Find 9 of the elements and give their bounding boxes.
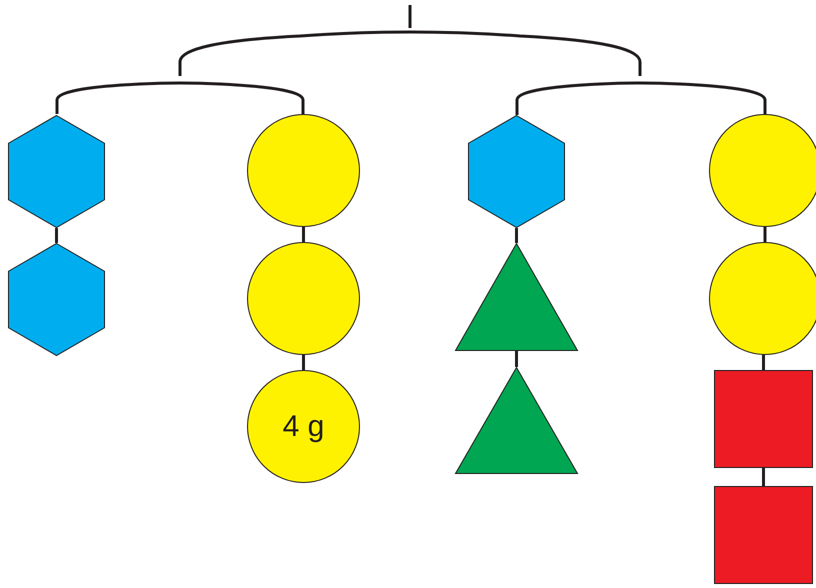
hanging-string <box>515 351 518 367</box>
hanging-string <box>515 228 518 243</box>
hanging-string <box>55 228 58 243</box>
hanging-string <box>302 227 305 242</box>
hanging-string <box>764 227 766 242</box>
hanging-string <box>762 355 765 370</box>
hanging-string <box>302 355 305 370</box>
hanging-string <box>762 468 765 486</box>
weight-label: 4 g <box>282 410 324 444</box>
